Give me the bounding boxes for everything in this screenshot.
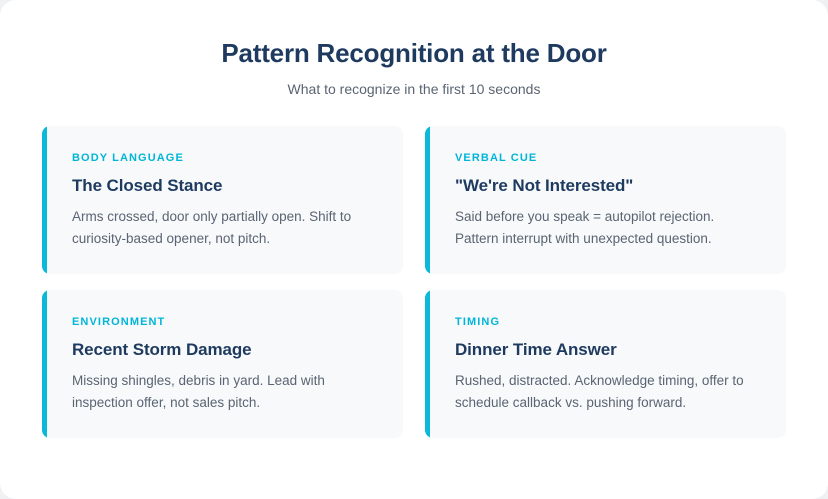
card-eyebrow-label: ENVIRONMENT xyxy=(72,316,166,329)
card-body-text: Arms crossed, door only partially open. … xyxy=(72,208,352,246)
card-body-text: Said before you speak = autopilot reject… xyxy=(455,208,715,246)
page-title: Pattern Recognition at the Door xyxy=(221,38,607,68)
card-title: The Closed Stance xyxy=(72,175,223,195)
card-body-text: Missing shingles, debris in yard. Lead w… xyxy=(72,372,325,410)
insight-card-verbal-cue[interactable]: VERBAL CUE "We're Not Interested" Said b… xyxy=(425,126,786,275)
accent-bar-icon xyxy=(42,126,47,275)
accent-bar-icon xyxy=(425,290,430,439)
card-grid: BODY LANGUAGE The Closed Stance Arms cro… xyxy=(0,98,828,439)
page-subtitle: What to recognize in the first 10 second… xyxy=(287,81,541,98)
accent-bar-icon xyxy=(425,126,430,275)
card-title: "We're Not Interested" xyxy=(455,175,634,195)
card-eyebrow-label: VERBAL CUE xyxy=(455,152,538,165)
card-title: Recent Storm Damage xyxy=(72,339,252,359)
card-title: Dinner Time Answer xyxy=(455,339,617,359)
insight-card-body-language[interactable]: BODY LANGUAGE The Closed Stance Arms cro… xyxy=(42,126,403,275)
card-body-text: Rushed, distracted. Acknowledge timing, … xyxy=(455,372,744,410)
insight-card-timing[interactable]: TIMING Dinner Time Answer Rushed, distra… xyxy=(425,290,786,439)
insight-card-environment[interactable]: ENVIRONMENT Recent Storm Damage Missing … xyxy=(42,290,403,439)
card-eyebrow-label: TIMING xyxy=(455,316,501,329)
page-header: Pattern Recognition at the Door What to … xyxy=(0,0,828,98)
card-eyebrow-label: BODY LANGUAGE xyxy=(72,152,184,165)
accent-bar-icon xyxy=(42,290,47,439)
